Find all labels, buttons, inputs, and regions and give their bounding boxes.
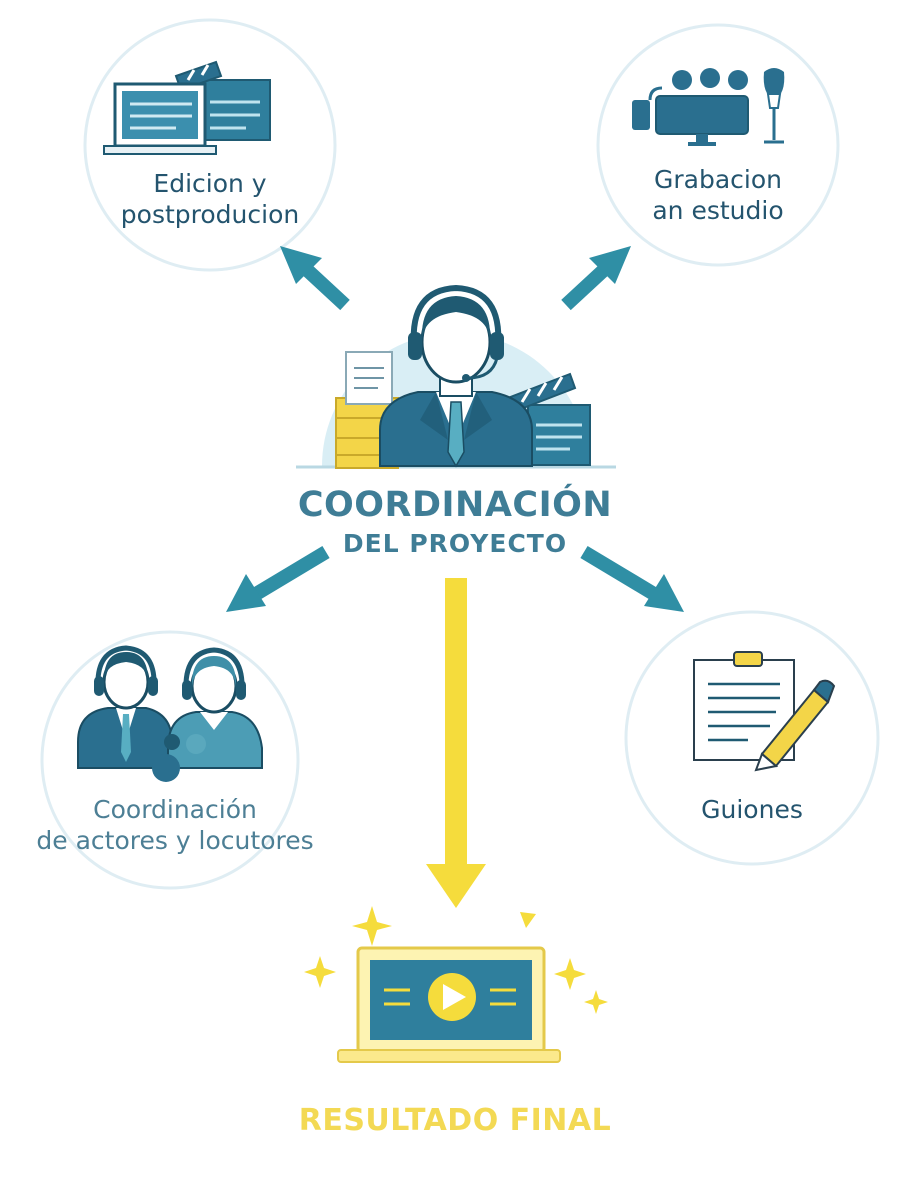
arrow-to-final <box>426 578 486 908</box>
script-clipboard-icon <box>693 651 836 772</box>
arrow-to-edicion <box>280 246 350 311</box>
voice-actors-icon <box>77 645 263 782</box>
grabacion-line2: an estudio <box>652 196 784 226</box>
studio-recording-icon <box>632 68 785 146</box>
sparkles-icon <box>304 906 608 1014</box>
clapperboard-icon <box>506 372 591 466</box>
node-label-actores: Coordinación de actores y locutores <box>10 794 340 857</box>
grabacion-line1: Grabacion <box>654 165 782 194</box>
arrow-to-grabacion <box>561 246 631 311</box>
guiones-line1: Guiones <box>701 795 803 824</box>
center-subtitle: DEL PROYECTO <box>342 528 568 558</box>
node-label-edicion: Edicion y postproducion <box>60 168 360 231</box>
edicion-line2: postproducion <box>120 200 300 230</box>
node-circle-grabacion <box>596 23 840 267</box>
laptop-play-icon <box>337 946 561 1063</box>
center-label: COORDINACIÓN DEL PROYECTO <box>230 484 680 559</box>
edicion-line1: Edicion y <box>153 169 267 198</box>
arrow-to-actores <box>226 545 330 612</box>
laptop-clapperboard-icon <box>103 60 271 155</box>
node-label-grabacion: Grabacion an estudio <box>568 164 868 227</box>
coordinator-person-icon <box>379 284 533 468</box>
node-label-guiones: Guiones <box>652 794 852 825</box>
center-title: COORDINACIÓN <box>297 485 613 525</box>
final-label: RESULTADO FINAL <box>298 1103 612 1138</box>
actores-line1: Coordinación <box>93 795 257 824</box>
arrow-to-guiones <box>580 545 684 612</box>
actores-line2: de actores y locutores <box>36 826 314 856</box>
